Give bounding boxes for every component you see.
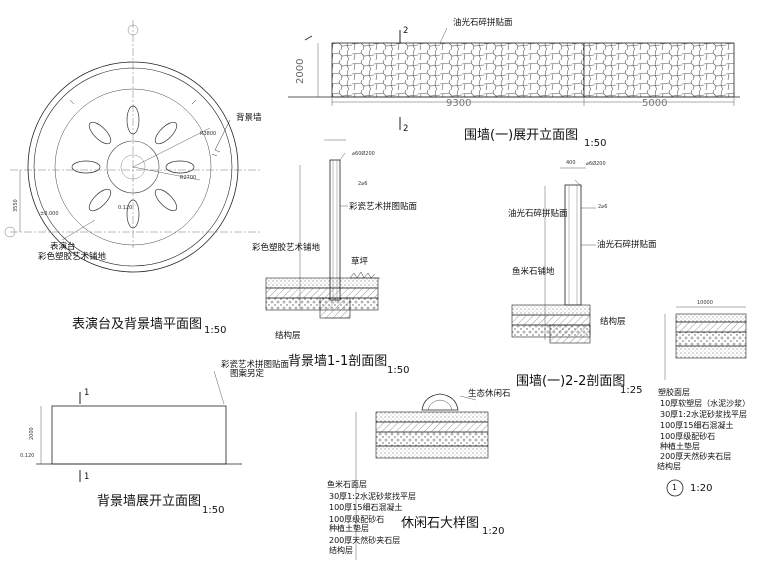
rest-layer-3: 100厚级配砂石 [329,515,385,524]
rest-layer-0: 鱼米石面层 [327,480,367,489]
wall-elev-title: 背景墙展开立面图 [97,494,202,509]
elev-dim-1: ±0.000 [40,211,59,217]
s22-bar-label: 2⌀6 [598,204,608,210]
elev-dim-2: 0.120 [118,205,133,211]
rubber-layer-3: 100厚15细石混凝土 [660,421,734,430]
s22-finish-label-2: 油光石碎拼贴面 [597,240,657,250]
rest-layer-1: 30厚1:2水泥砂浆找平层 [329,492,417,501]
s11-title: 背景墙1-1剖面图 [288,354,388,369]
s11-pipe-label: ⌀60Ø200 [352,151,375,157]
rest-stone-label: 生态休闲石 [468,389,511,399]
s11-bar-label: 2⌀6 [358,181,368,187]
rubber-layer-6: 200厚天然砂夹石层 [660,452,732,461]
fence-finish-label: 油光石碎拼贴面 [453,18,513,28]
rest-stone-detail [355,393,489,560]
s11-note-line2: 图案另定 [230,369,265,379]
rubber-layer-2: 30厚1:2水泥砂浆找平层 [660,410,748,419]
s11-scale: 1:50 [387,365,410,376]
fence-section-mark-bottom: 2 [403,124,409,134]
plan-title: 表演台及背景墙平面图 [72,317,203,332]
s11-structure-label: 结构层 [275,331,301,341]
rubber-paving-detail [664,306,747,497]
rubber-layer-0: 塑胶面层 [658,388,690,397]
fence-width-dim-2: 5000 [642,98,668,109]
rest-stone-title: 休闲石大样图 [401,516,480,531]
fence-width-dim-1: 9300 [446,98,472,109]
wall-elevation [36,370,242,482]
rubber-dim: 10000 [697,300,713,306]
rest-layer-5: 200厚天然砂夹石层 [329,536,401,545]
rubber-scale: 1:20 [690,483,713,494]
rubber-layer-5: 种植土垫层 [660,442,700,451]
s22-top-dim: 400 [566,160,576,166]
fence-elev-scale: 1:50 [584,138,607,149]
plan-paving-label: 彩色塑胶艺术铺地 [38,252,107,262]
rest-layer-4: 种植土垫层 [329,524,369,533]
rubber-layer-4: 100厚级配砂石 [660,432,716,441]
wall-mark-top: 1 [84,388,90,398]
rubber-marker-number: 1 [672,483,678,492]
rest-layer-2: 100厚15细石混凝土 [329,503,403,512]
plan-view [4,20,262,273]
s22-structure-label: 结构层 [600,317,626,327]
s22-finish-label-1: 油光石碎拼贴面 [508,209,568,219]
s11-paving-label: 彩色塑胶艺术铺地 [252,243,321,253]
rest-layer-6: 结构层 [329,546,353,555]
back-wall-label: 背景墙 [236,113,262,123]
fence-height-dim: 2000 [295,58,306,84]
s22-title: 围墙(一)2-2剖面图 [516,374,626,389]
section-1-1 [265,139,380,319]
s11-note-line1: 彩瓷艺术拼图贴面 [221,360,290,370]
s22-scale: 1:25 [620,385,643,396]
wall-mark-bottom: 1 [84,472,90,482]
wall-elev-dim: 0.120 [20,453,35,459]
section-2-2 [511,167,596,344]
s11-grass-label: 草坪 [351,257,369,267]
wall-elev-scale: 1:50 [202,505,225,516]
radius-dim-r2: R2700 [180,175,197,181]
stage-label: 表演台 [50,242,76,252]
fence-elev-title: 围墙(一)展开立面图 [464,128,579,143]
plan-height-dim: 3550 [13,199,19,212]
s22-ground-label: 鱼米石铺地 [512,267,555,277]
detail-marker-circle [666,479,684,497]
rubber-layer-1: 10厚软塑层（水泥沙浆） [660,399,751,408]
s22-pipe-label: ⌀6Ø200 [586,161,606,167]
plan-scale: 1:50 [204,325,227,336]
rubber-layer-7: 结构层 [657,462,681,471]
fence-section-mark-top: 2 [403,26,409,36]
radius-dim-r1: R3800 [200,131,217,137]
wall-height-dim: 2000 [29,427,35,440]
s11-tile-label: 彩瓷艺术拼图贴面 [349,202,418,212]
rest-stone-scale: 1:20 [482,526,505,537]
fence-elevation [288,27,740,130]
